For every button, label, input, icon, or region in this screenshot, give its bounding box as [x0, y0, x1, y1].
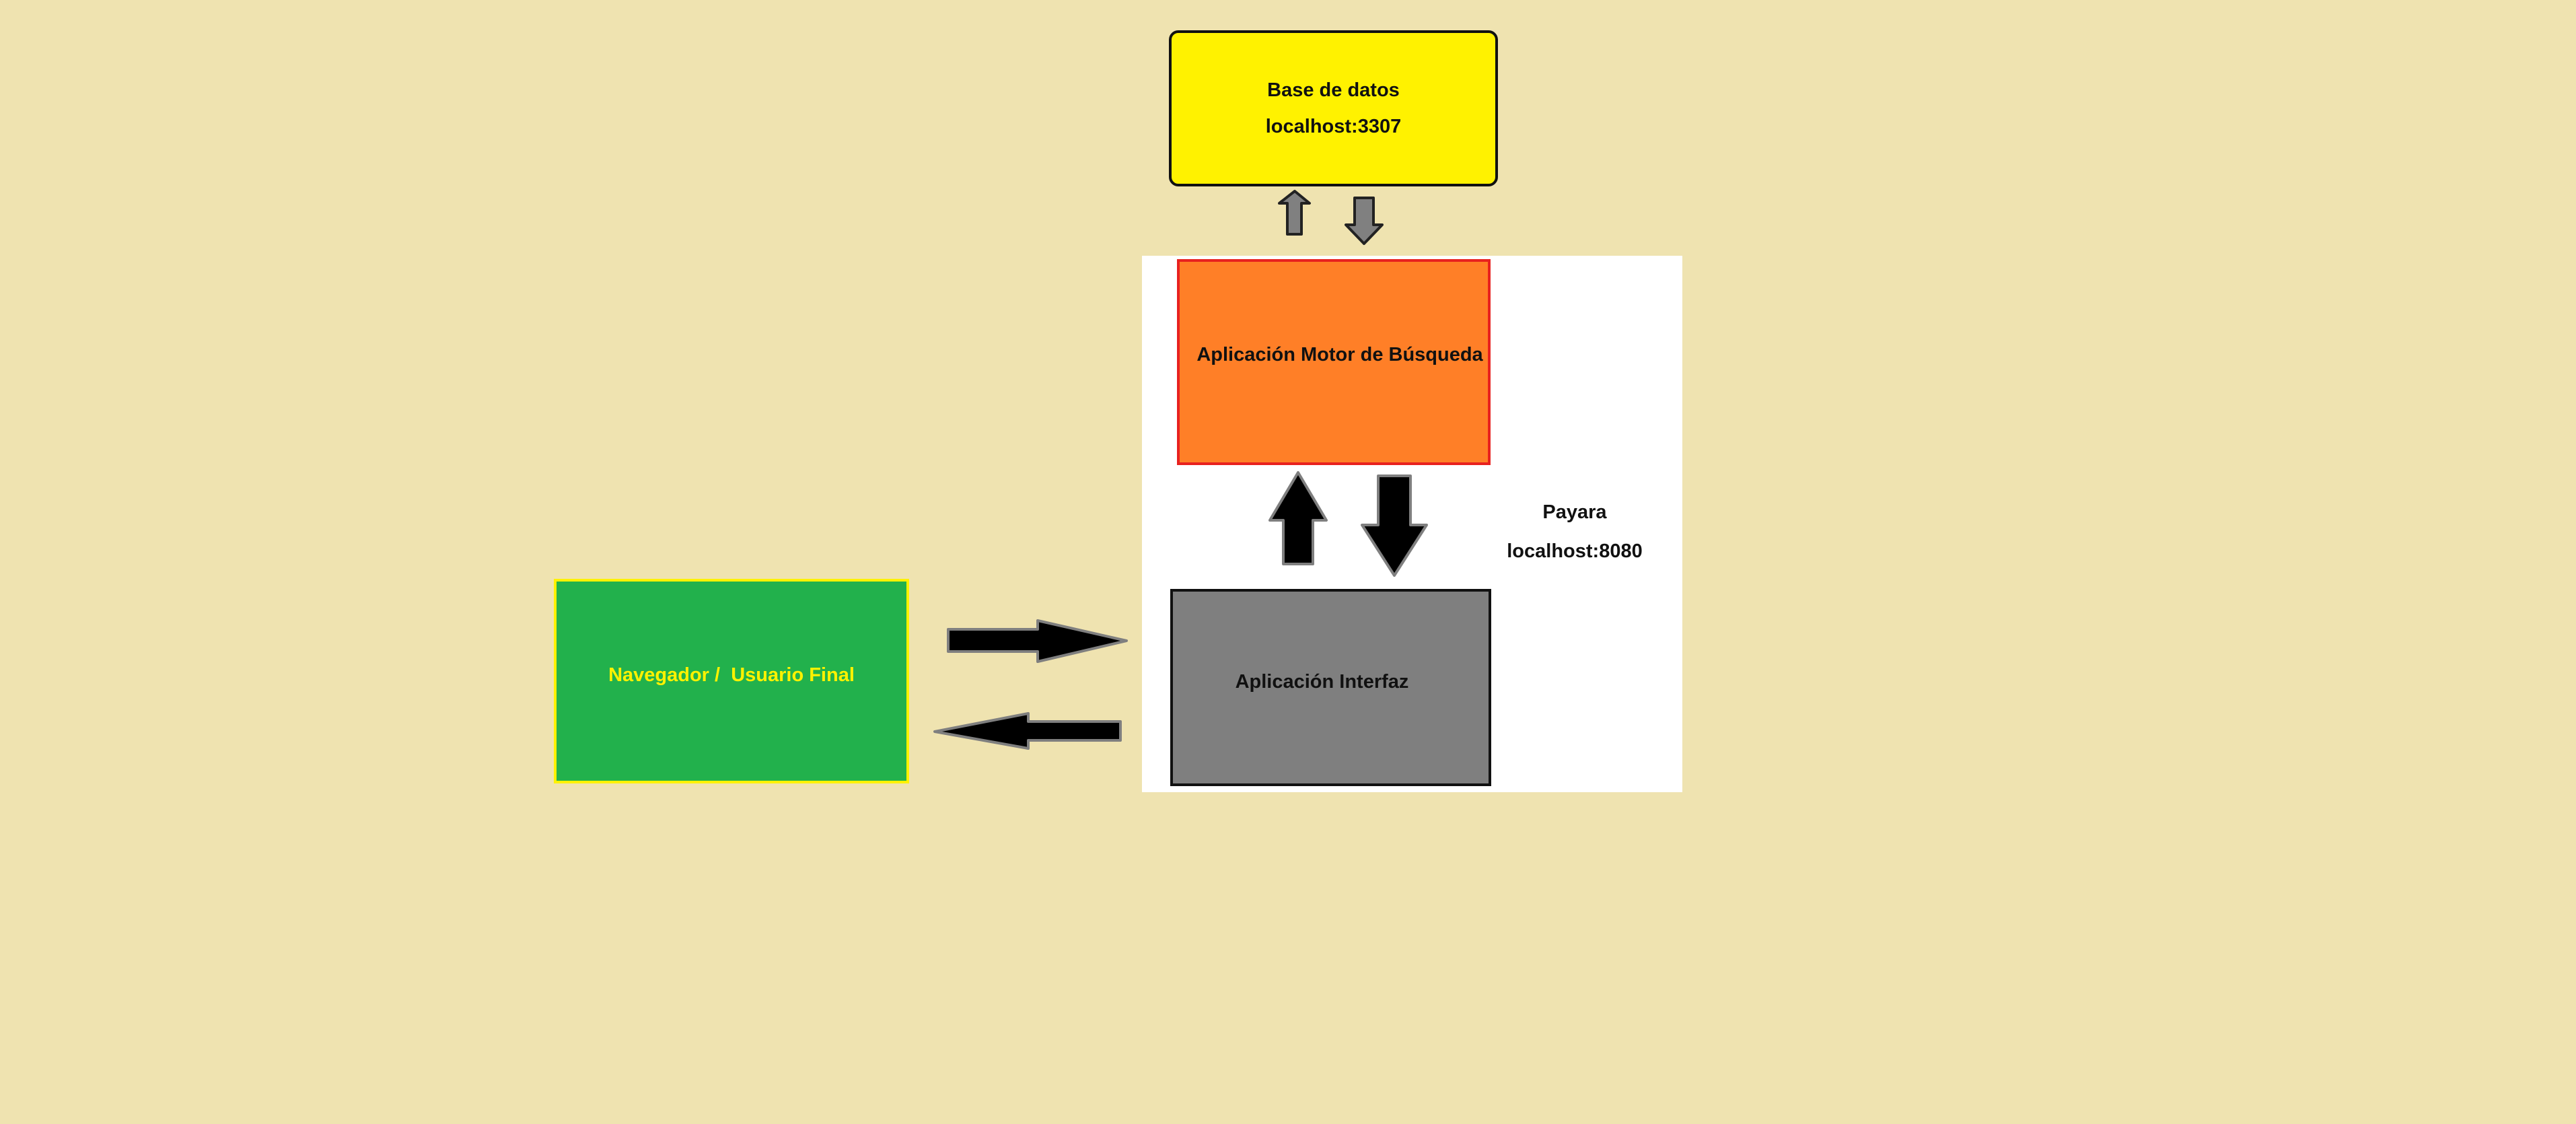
- arrow-down-from-database: [1345, 197, 1384, 245]
- search-engine-node: Aplicación Motor de Búsqueda: [1177, 259, 1491, 465]
- payara-title: Payara: [1542, 501, 1607, 523]
- browser-node: Navegador / Usuario Final: [554, 579, 909, 783]
- search-engine-title: Aplicación Motor de Búsqueda: [1196, 343, 1483, 365]
- arrow-right-to-interface: [947, 619, 1128, 663]
- interface-app-title: Aplicación Interfaz: [1235, 671, 1409, 693]
- interface-app-node: Aplicación Interfaz: [1170, 589, 1491, 786]
- database-address: localhost:3307: [1265, 116, 1402, 137]
- arrow-up-to-database: [1278, 190, 1311, 236]
- database-title: Base de datos: [1267, 79, 1400, 101]
- browser-title: Navegador / Usuario Final: [608, 664, 855, 686]
- arrow-left-to-browser: [933, 712, 1122, 750]
- payara-label: Payara localhost:8080: [1494, 493, 1655, 571]
- database-node: Base de datos localhost:3307: [1169, 30, 1498, 186]
- payara-address: localhost:8080: [1507, 540, 1643, 562]
